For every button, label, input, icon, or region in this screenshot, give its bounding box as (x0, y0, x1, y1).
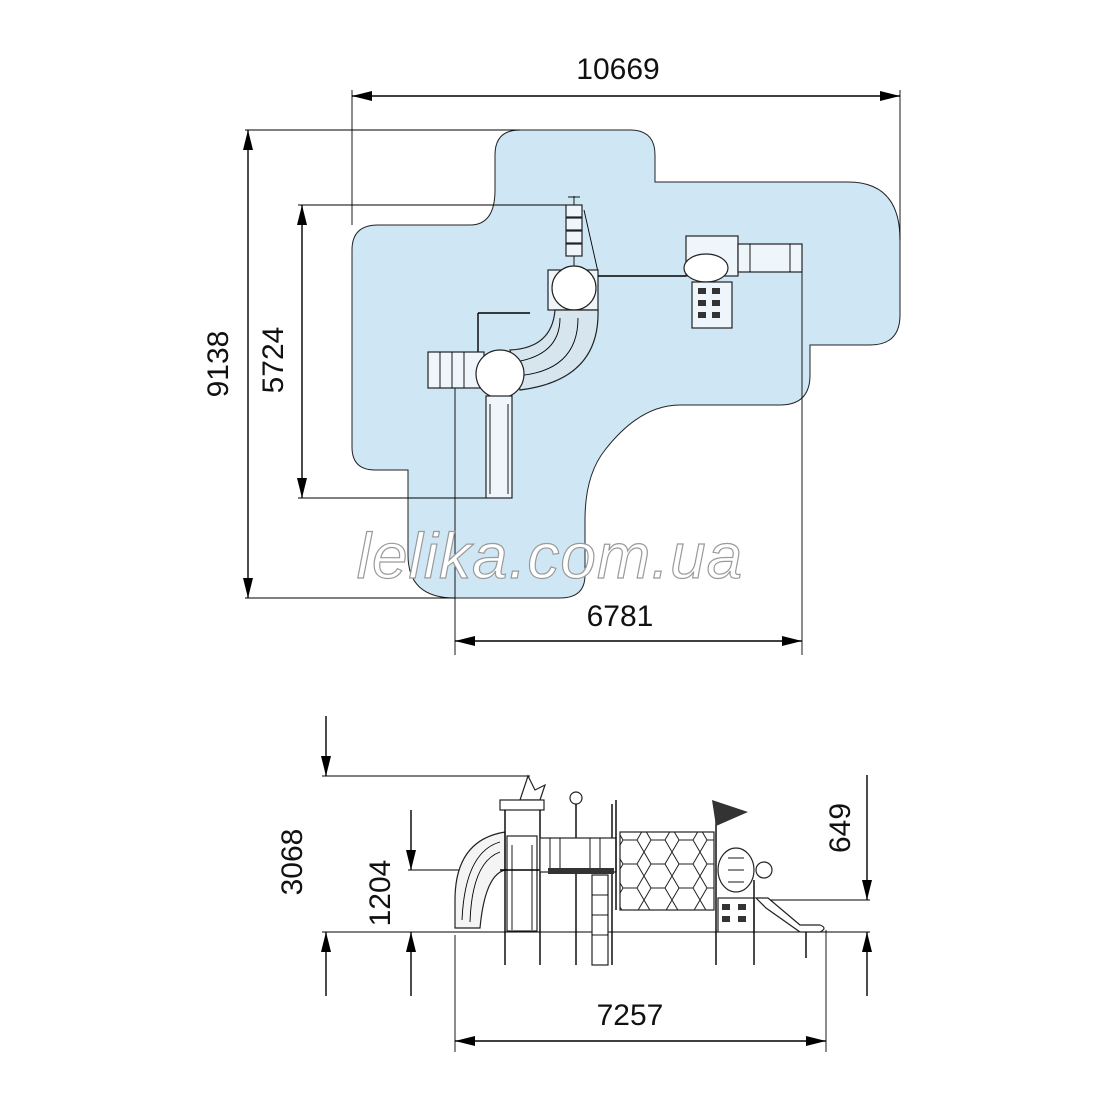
lower-left-platform (427, 312, 530, 399)
side-left-tower (499, 774, 548, 965)
ladder-tower (565, 196, 599, 273)
dim-plan-inner-width: 6781 (587, 600, 654, 633)
dim-plan-inner-height: 5724 (257, 327, 290, 394)
dim-side-width: 7257 (597, 999, 664, 1032)
dim-side-top-offset: 649 (824, 803, 857, 853)
side-right-tower (717, 847, 773, 965)
straight-slide (485, 395, 513, 499)
curved-tube-slide (509, 309, 599, 391)
dim-plan-height: 9138 (202, 331, 235, 398)
side-middle-platform (539, 791, 617, 966)
side-right-slide (754, 897, 825, 933)
side-hex-net (615, 800, 748, 965)
dim-plan-width: 10669 (576, 53, 659, 86)
dim-side-platform-height: 1204 (364, 860, 397, 927)
watermark-text: lelika.com.ua (357, 520, 744, 592)
right-tower (683, 235, 803, 329)
side-view: 3068 1204 649 7257 (276, 716, 872, 1052)
plan-view: 10669 9138 5724 6781 (202, 53, 901, 655)
side-tube-slide (454, 831, 506, 929)
dim-side-height: 3068 (276, 829, 309, 896)
central-platform (547, 265, 599, 311)
